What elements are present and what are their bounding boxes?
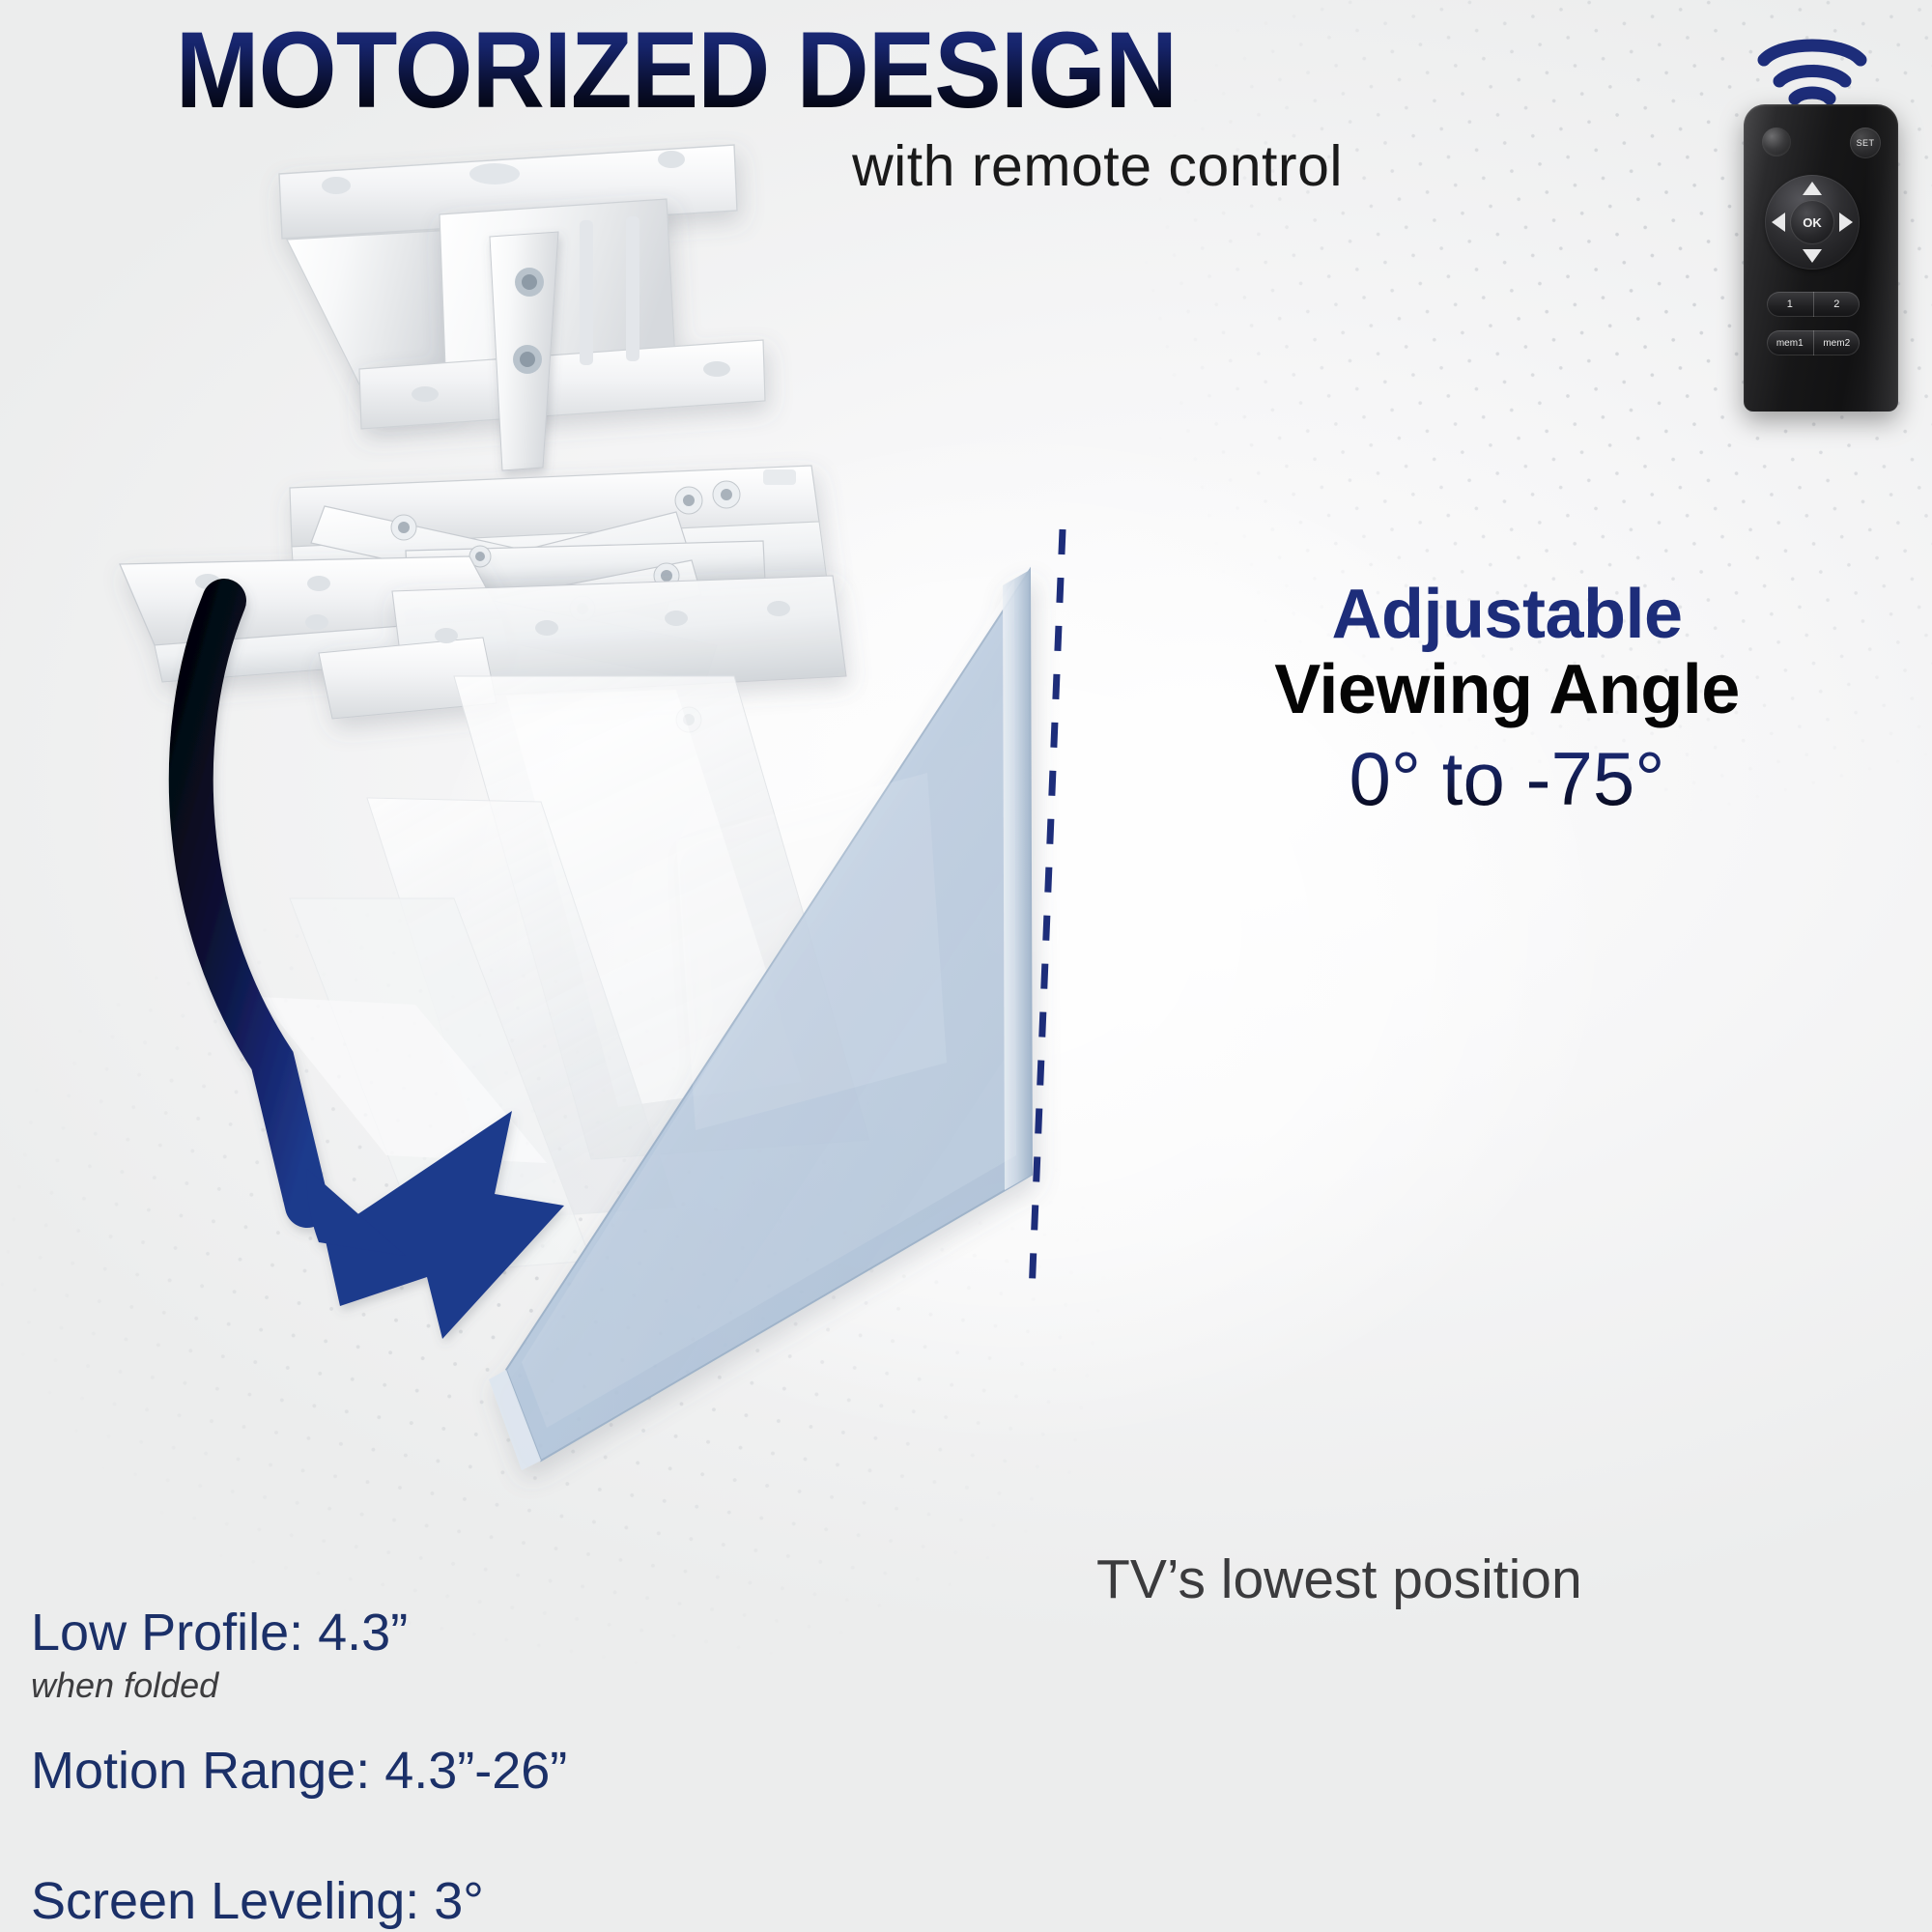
memory-button-1[interactable]: mem1 [1776, 337, 1804, 349]
angle-callout-line1: Adjustable [1331, 576, 1683, 653]
page-subtitle: with remote control [852, 134, 1343, 198]
spec-low-profile-note: when folded [31, 1665, 219, 1706]
memory-button-2[interactable]: mem2 [1812, 330, 1861, 355]
preset-button-2[interactable]: 2 [1812, 292, 1861, 317]
left-arrow-icon[interactable] [1772, 213, 1785, 232]
down-arrow-icon[interactable] [1803, 249, 1822, 263]
spec-motion-range: Motion Range: 4.3”-26” [31, 1742, 568, 1801]
specs-list: Low Profile: 4.3” when folded Motion Ran… [31, 1604, 726, 1930]
remote-control: SET OK 1 2 mem1 mem2 [1744, 104, 1898, 412]
page-title: MOTORIZED DESIGN [47, 14, 1305, 126]
memory-button-row: mem1 mem2 [1767, 330, 1860, 355]
right-arrow-icon[interactable] [1839, 213, 1853, 232]
dpad-control[interactable]: OK [1765, 175, 1860, 270]
ok-button[interactable]: OK [1790, 200, 1834, 244]
remote-body: SET OK 1 2 mem1 mem2 [1744, 104, 1898, 412]
power-button[interactable] [1762, 128, 1791, 156]
spec-low-profile: Low Profile: 4.3” [31, 1604, 409, 1662]
angle-callout-line2: Viewing Angle [1274, 650, 1740, 728]
preset-button-row: 1 2 [1767, 292, 1860, 317]
adjustable-angle-callout: Adjustable Viewing Angle 0° to -75° [1082, 576, 1932, 821]
up-arrow-icon[interactable] [1803, 182, 1822, 195]
set-button[interactable]: SET [1850, 128, 1881, 158]
lowest-position-label: TV’s lowest position [1096, 1548, 1582, 1610]
preset-button-1[interactable]: 1 [1786, 298, 1793, 310]
angle-callout-value: 0° to -75° [1082, 737, 1932, 821]
spec-screen-leveling: Screen Leveling: 3° [31, 1871, 484, 1930]
